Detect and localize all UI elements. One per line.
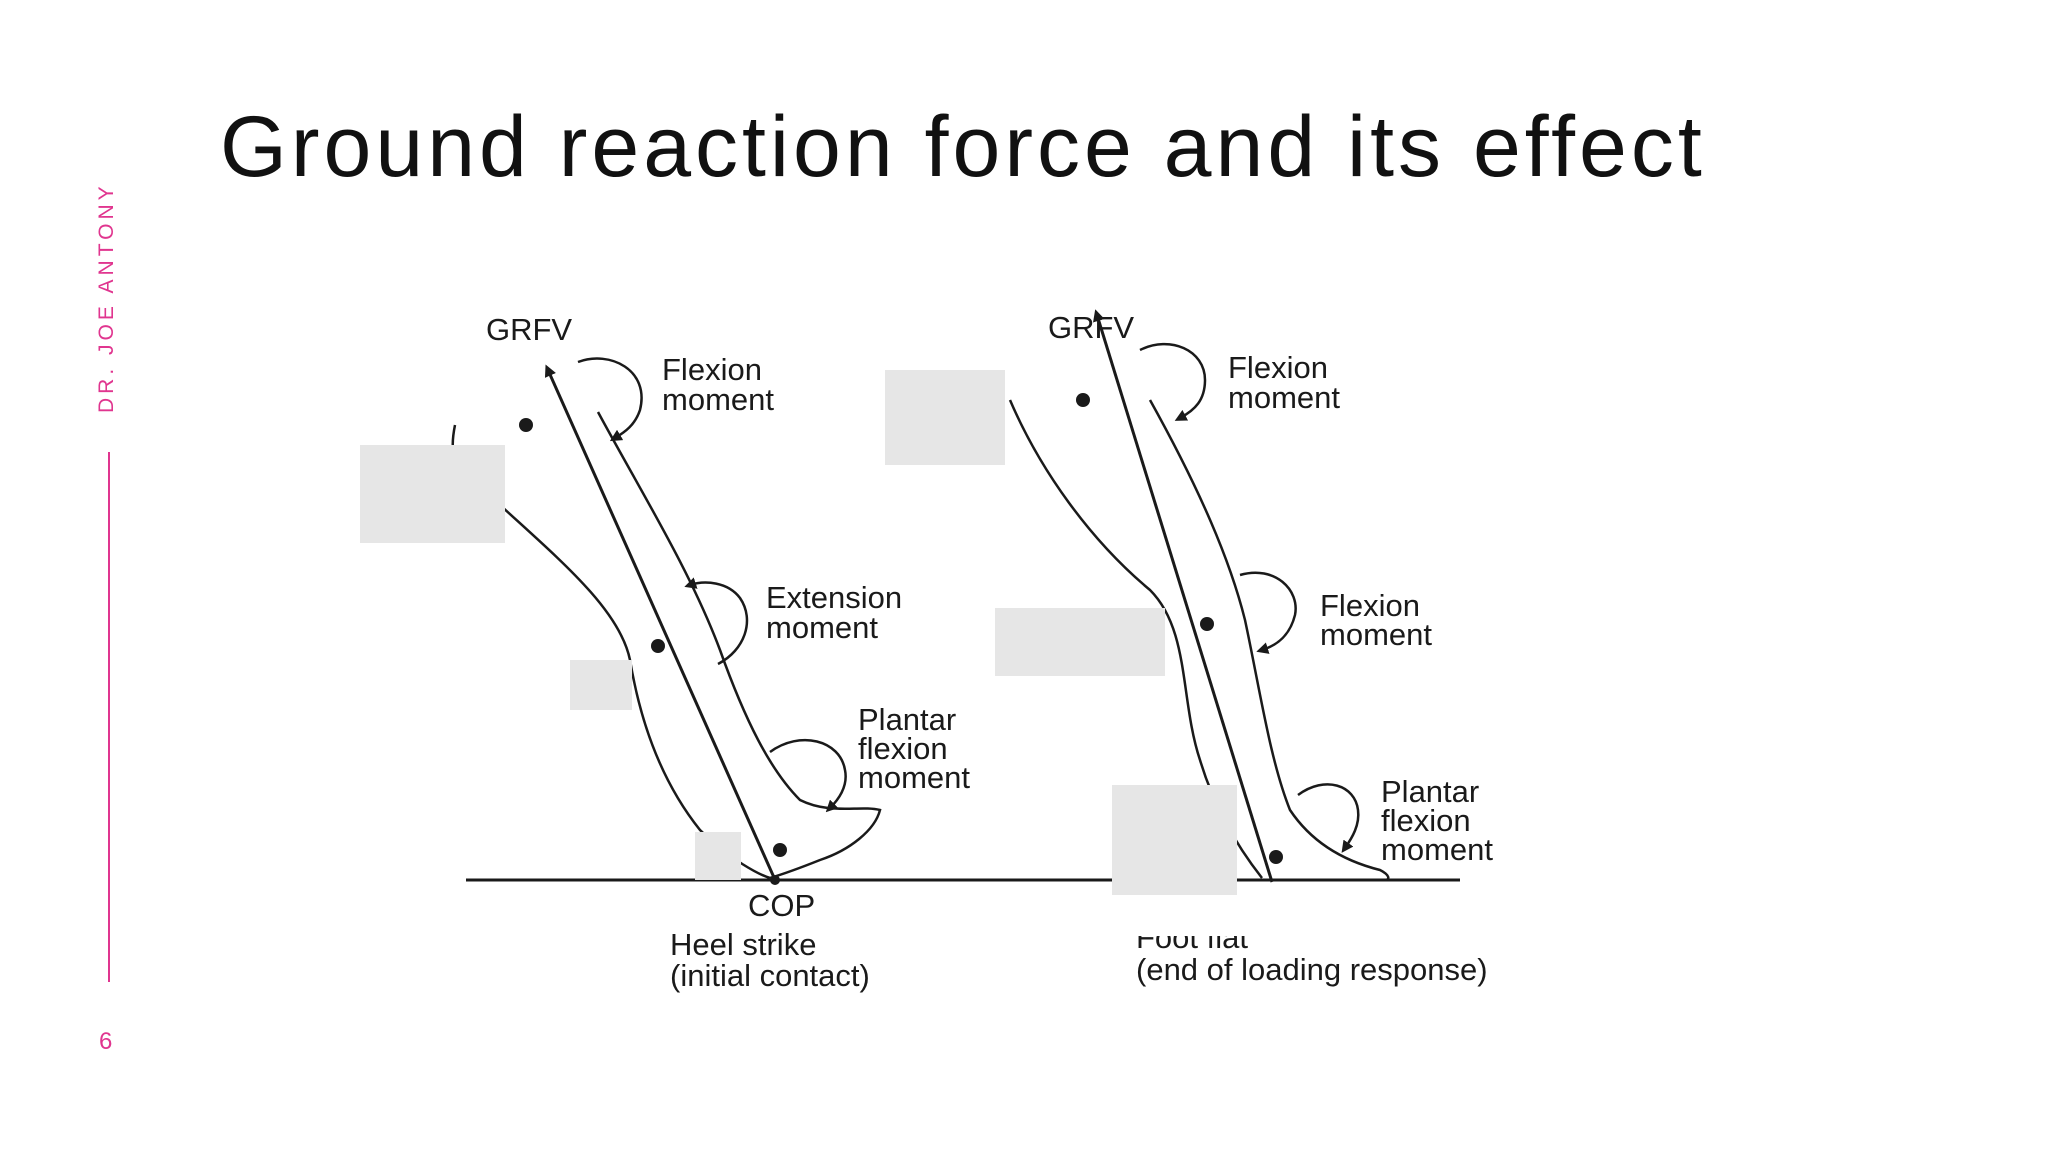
- left-knee-moment-label-1: Extension: [766, 580, 902, 615]
- slide-title: Ground reaction force and its effect: [220, 99, 1706, 195]
- right-ankle-joint-dot: [1269, 850, 1283, 864]
- blurred-patch: [1112, 785, 1237, 895]
- left-knee-moment-label-2: moment: [766, 610, 878, 645]
- blurred-patch: [885, 370, 1005, 465]
- left-ankle-joint-dot: [773, 843, 787, 857]
- left-hip-moment-label-1: Flexion: [662, 352, 762, 387]
- left-ankle-moment-arc: [769, 738, 847, 813]
- right-knee-joint-dot: [1200, 617, 1214, 631]
- right-ankle-moment-label-1: Plantar: [1381, 774, 1479, 809]
- right-hip-moment-arc: [1139, 342, 1207, 421]
- blurred-patch: [570, 660, 632, 710]
- right-hip-joint-dot: [1076, 393, 1090, 407]
- left-knee-joint-dot: [651, 639, 665, 653]
- left-caption-2: (initial contact): [670, 958, 870, 993]
- left-ankle-moment-label-1: Plantar: [858, 702, 956, 737]
- right-caption-2: (end of loading response): [1136, 952, 1488, 987]
- right-grfv-arrow: [1093, 309, 1274, 883]
- left-hip-joint-dot: [519, 418, 533, 432]
- right-knee-moment-label-1: Flexion: [1320, 588, 1420, 623]
- page-number: 6: [99, 1028, 113, 1055]
- left-figure: [451, 357, 882, 883]
- left-cop-dot: [770, 875, 780, 885]
- left-leg-front-outline: [596, 411, 882, 880]
- right-leg-front-outline: [1148, 399, 1390, 882]
- left-hip-moment-label-2: moment: [662, 382, 774, 417]
- right-ankle-moment-label-3: moment: [1381, 832, 1493, 867]
- caption-cover-patch: [1128, 912, 1256, 936]
- left-hip-moment-arc: [577, 357, 643, 442]
- left-leg-back-outline: [499, 504, 771, 880]
- right-figure: [1008, 309, 1390, 883]
- right-hip-moment-label-2: moment: [1228, 380, 1340, 415]
- right-knee-moment-arc: [1239, 571, 1297, 654]
- left-caption-1: Heel strike: [670, 927, 816, 962]
- blurred-patch: [695, 832, 741, 880]
- left-grfv-label: GRFV: [486, 312, 572, 347]
- left-knee-moment-arc: [684, 577, 749, 666]
- right-ankle-moment-arc: [1297, 783, 1360, 853]
- left-ankle-moment-label-3: moment: [858, 760, 970, 795]
- left-ankle-moment-label-2: flexion: [858, 731, 948, 766]
- right-knee-moment-label-2: moment: [1320, 617, 1432, 652]
- left-grfv-arrow: [544, 364, 778, 883]
- right-hip-moment-label-1: Flexion: [1228, 350, 1328, 385]
- left-cop-label: COP: [748, 888, 815, 923]
- side-divider: [108, 452, 110, 982]
- right-grfv-label: GRFV: [1048, 310, 1134, 345]
- right-ankle-moment-label-2: flexion: [1381, 803, 1471, 838]
- blurred-patch: [995, 608, 1165, 676]
- blurred-patch: [360, 445, 505, 543]
